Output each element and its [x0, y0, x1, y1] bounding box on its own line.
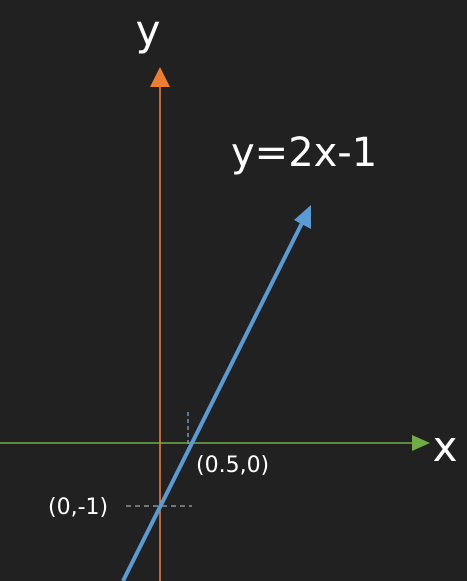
x-intercept-label: (0.5,0) [196, 453, 269, 478]
equation-label: y=2x-1 [231, 130, 377, 176]
y-axis-label: y [136, 6, 161, 55]
function-line-arrowhead [294, 205, 311, 229]
x-axis-label: x [433, 422, 458, 471]
y-intercept-label: (0,-1) [48, 495, 108, 520]
function-line [121, 218, 306, 581]
x-axis-arrowhead [412, 435, 430, 451]
y-axis-arrowhead [150, 67, 170, 87]
